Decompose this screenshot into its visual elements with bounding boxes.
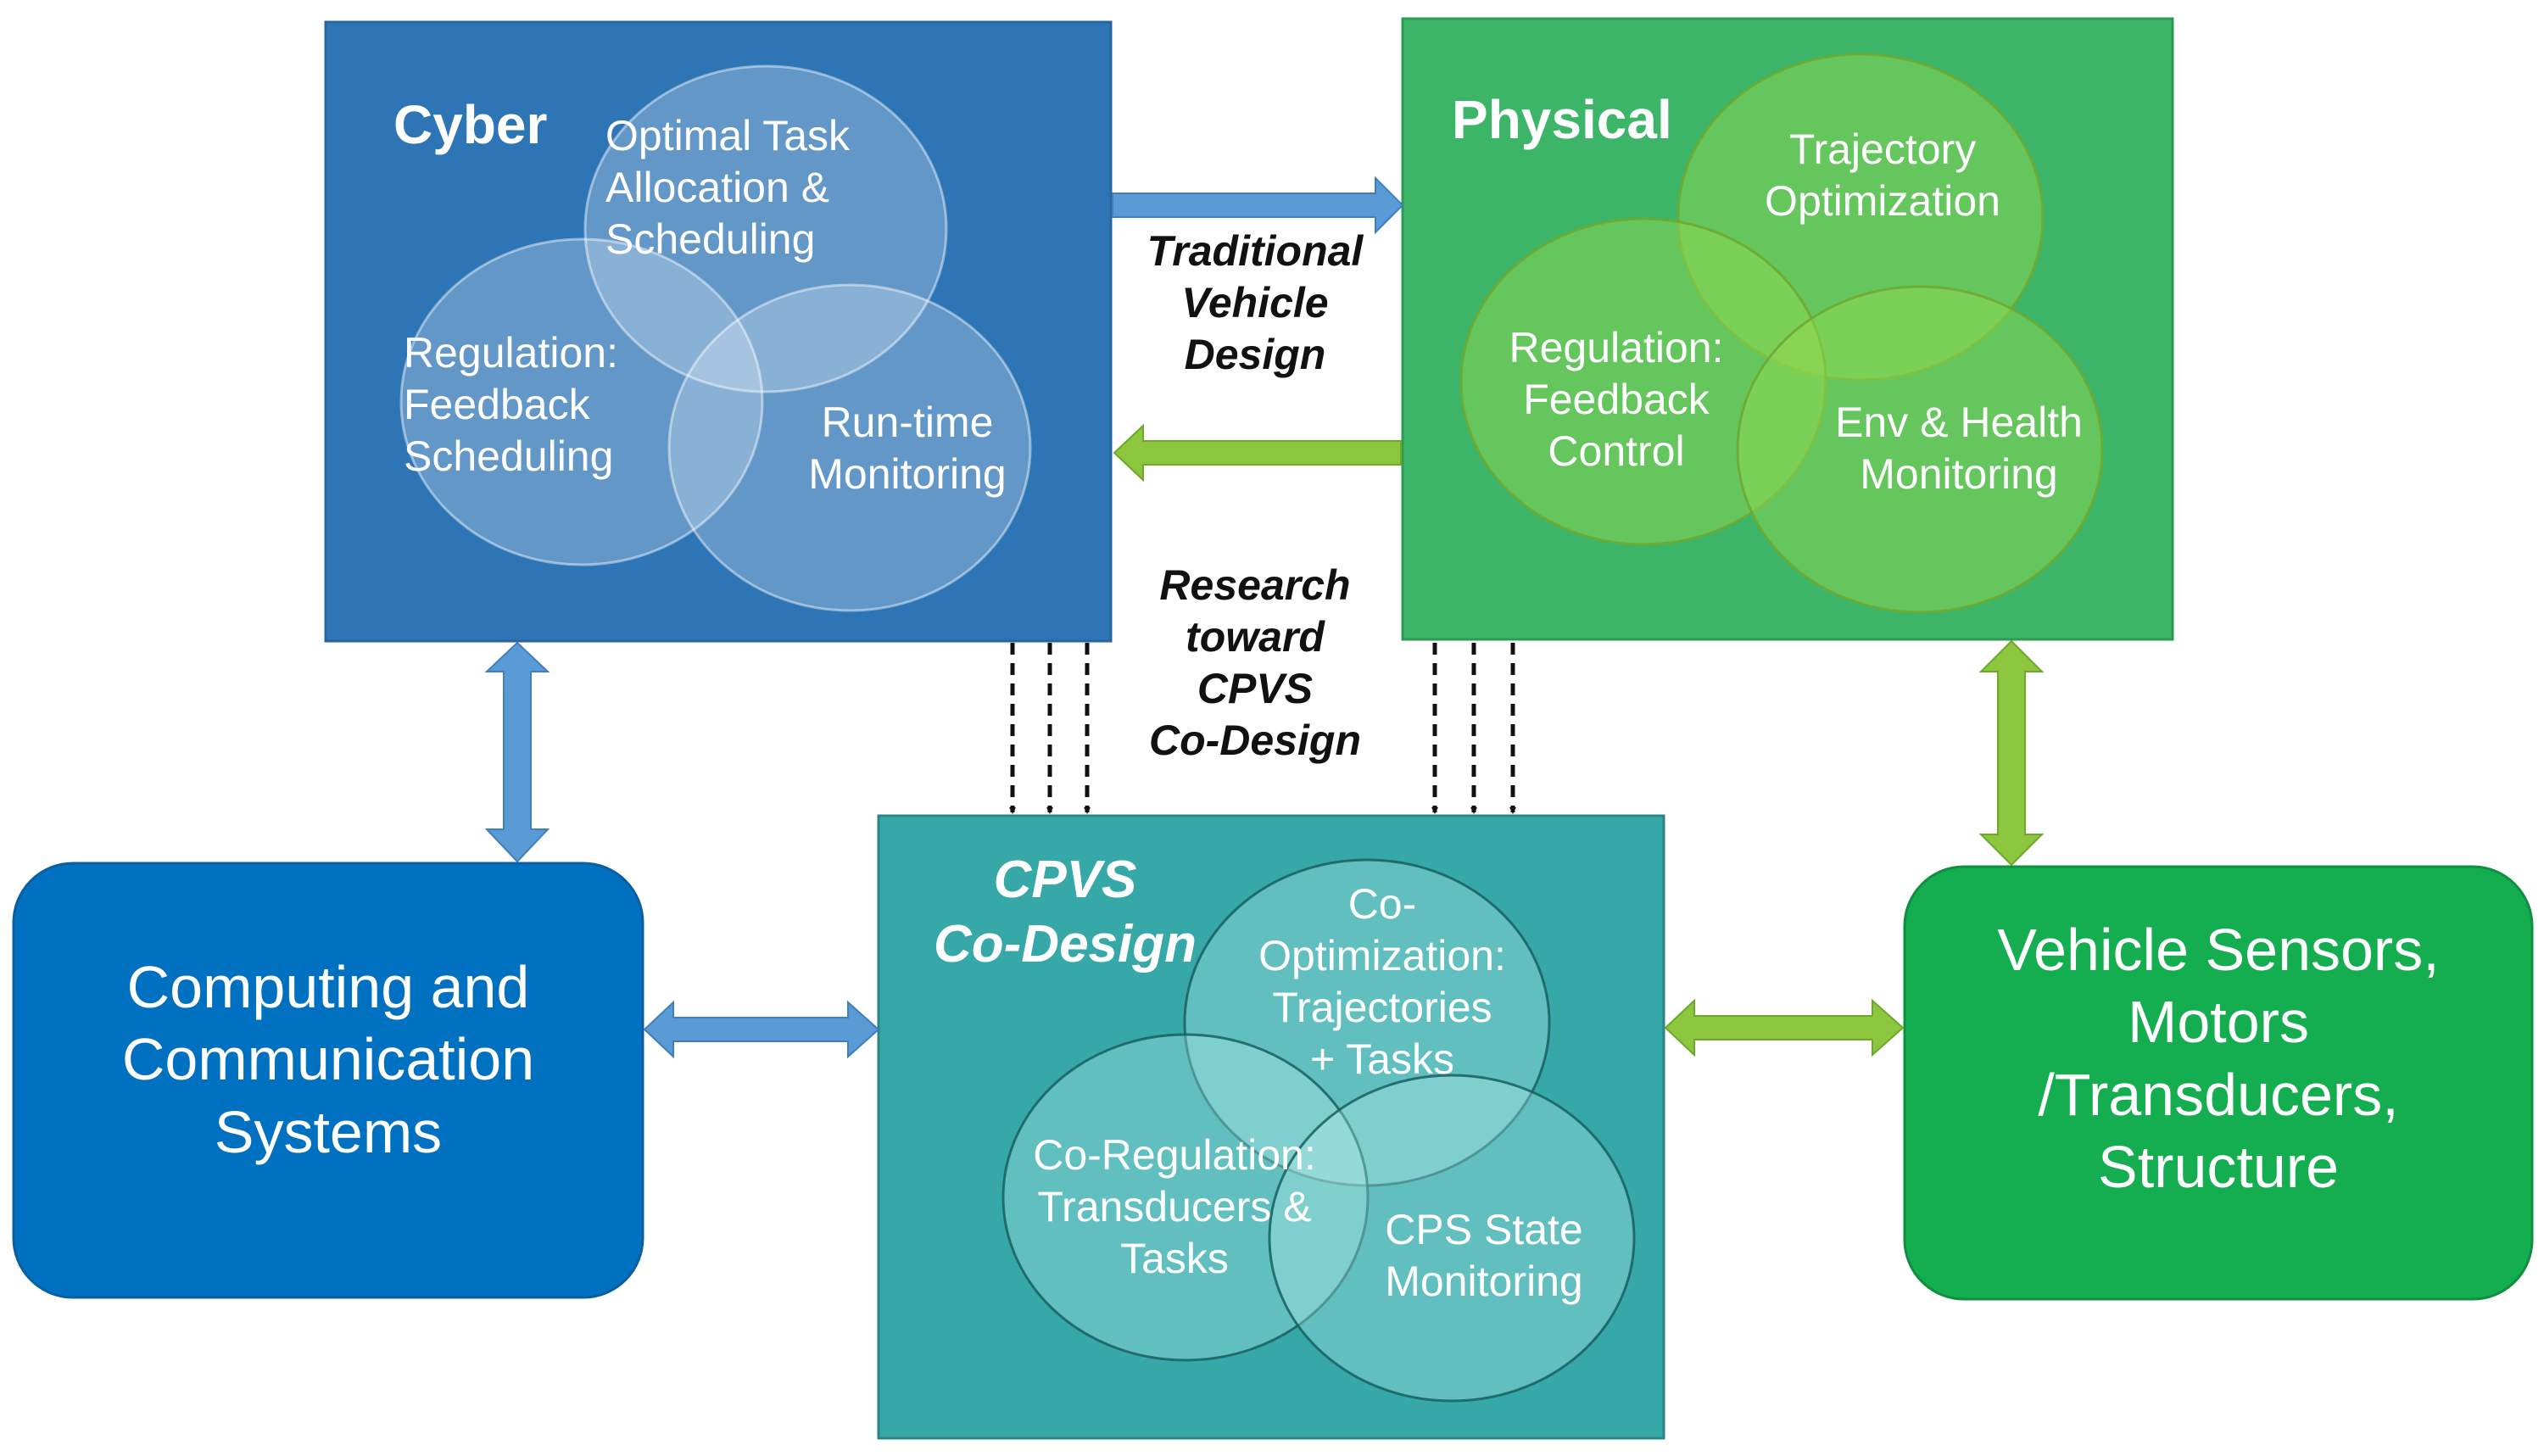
physical-venn: [1459, 53, 2104, 614]
codesign-venn: [1001, 858, 1636, 1403]
cyber-title: Cyber: [393, 94, 548, 155]
physical-title: Physical: [1452, 89, 1672, 150]
research-codesign-label: Research toward CPVS Co-Design: [1149, 561, 1361, 764]
codesign-box: [877, 814, 1665, 1440]
cyber-circle-left: [399, 237, 764, 566]
physical-circle-top-label: Trajectory Optimization: [1765, 126, 2000, 225]
cyber-circle-right: [667, 283, 1032, 612]
arrow-computing-codesign: [643, 1000, 880, 1059]
sensors-label: Vehicle Sensors, Motors /Transducers, St…: [1997, 917, 2440, 1201]
computing-label: Computing and Communication Systems: [121, 954, 535, 1165]
codesign-circle-left: [1001, 1033, 1370, 1362]
arrow-codesign-sensors: [1664, 998, 1905, 1057]
traditional-design-label: Traditional Vehicle Design: [1146, 227, 1364, 378]
codesign-title: CPVS Co-Design: [934, 851, 1197, 973]
cyber-box: [324, 20, 1113, 643]
physical-circle-left-label: Regulation: Feedback Control: [1509, 324, 1724, 475]
physical-circle-top: [1676, 53, 2045, 382]
arrow-physical-to-cyber: [1113, 423, 1402, 483]
cyber-circle-top: [583, 64, 948, 393]
physical-circle-right-label: Env & Health Monitoring: [1835, 399, 2083, 498]
codesign-circle-top-label: Co- Optimization: Trajectories + Tasks: [1258, 880, 1506, 1083]
physical-circle-right: [1736, 285, 2104, 614]
physical-circle-left: [1459, 217, 1827, 546]
cyber-circle-left-label: Regulation: Feedback Scheduling: [404, 329, 618, 480]
sensors-box: [1903, 865, 2534, 1301]
arrow-physical-sensors: [1978, 639, 2045, 867]
codesign-circle-right-label: CPS State Monitoring: [1385, 1206, 1583, 1305]
computing-box: [12, 862, 644, 1299]
dashed-arrows-physical: [1431, 643, 1516, 814]
codesign-circle-right: [1268, 1074, 1636, 1403]
dashed-arrows-cyber: [1009, 643, 1091, 814]
cyber-venn: [399, 64, 1032, 612]
arrow-cyber-to-physical: [1112, 176, 1404, 235]
cyber-circle-top-label: Optimal Task Allocation & Scheduling: [605, 112, 851, 263]
cyber-circle-right-label: Run-time Monitoring: [808, 399, 1007, 498]
codesign-circle-left-label: Co-Regulation: Transducers & Tasks: [1033, 1131, 1316, 1282]
arrow-cyber-computing: [484, 641, 550, 863]
